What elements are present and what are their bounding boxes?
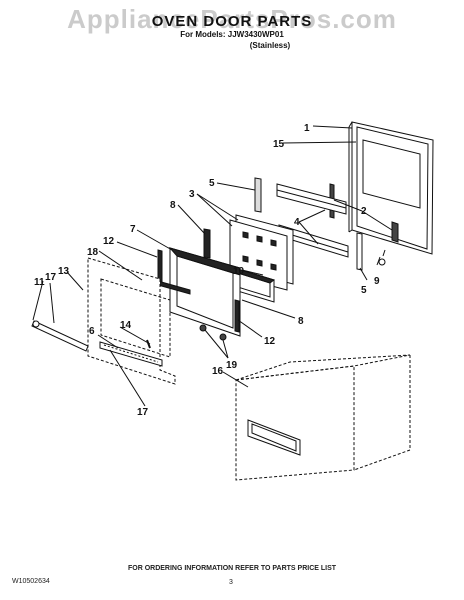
door-box-assembly <box>235 354 411 481</box>
callout-12-top: 12 <box>103 236 115 247</box>
outer-door-panel <box>348 121 434 255</box>
glass-spacer-top <box>203 228 211 259</box>
page-number: 3 <box>229 579 233 586</box>
screw <box>378 249 386 266</box>
door-liner-frame <box>168 247 241 337</box>
callout-17-bottom: 17 <box>137 407 149 418</box>
variant-line: (Stainless) <box>249 41 291 50</box>
model-line: For Models: JJW3430WP01 <box>180 30 284 39</box>
callout-3: 3 <box>189 189 195 200</box>
callout-11: 11 <box>34 277 45 288</box>
door-clip <box>146 339 151 349</box>
inner-door-panel <box>87 257 176 385</box>
door-bracket-bottom <box>356 232 363 271</box>
callout-9: 9 <box>374 276 380 287</box>
handle-rod <box>31 320 89 352</box>
door-channel-top <box>276 183 347 215</box>
callout-16: 16 <box>212 366 224 377</box>
callout-5-bottom: 5 <box>361 285 367 296</box>
ordering-info: FOR ORDERING INFORMATION REFER TO PARTS … <box>127 565 337 572</box>
callout-8-top: 8 <box>170 200 176 211</box>
door-bracket-top <box>254 177 262 213</box>
callout-13: 13 <box>58 266 70 277</box>
bottom-vent-strip <box>99 341 163 367</box>
watermark: AppliancePartsPros.com <box>67 4 397 34</box>
callout-5-top: 5 <box>209 178 215 189</box>
callout-15: 15 <box>273 139 285 150</box>
callout-7: 7 <box>130 224 136 235</box>
page-title: OVEN DOOR PARTS <box>151 13 313 30</box>
callout-1: 1 <box>304 123 310 134</box>
callout-14: 14 <box>120 320 132 331</box>
callout-4: 4 <box>294 217 300 228</box>
side-seal-right <box>234 299 240 333</box>
callout-12-bottom: 12 <box>264 336 276 347</box>
callout-6: 6 <box>89 326 95 337</box>
callout-17-top: 17 <box>45 272 57 283</box>
callout-10: 10 <box>233 266 245 277</box>
door-window <box>247 419 301 456</box>
callout-19: 19 <box>226 360 238 371</box>
document-number: W10502634 <box>12 578 50 585</box>
callout-18: 18 <box>87 247 99 258</box>
callout-2: 2 <box>361 206 367 217</box>
screws-19 <box>199 324 227 341</box>
callout-8-bottom: 8 <box>298 316 304 327</box>
